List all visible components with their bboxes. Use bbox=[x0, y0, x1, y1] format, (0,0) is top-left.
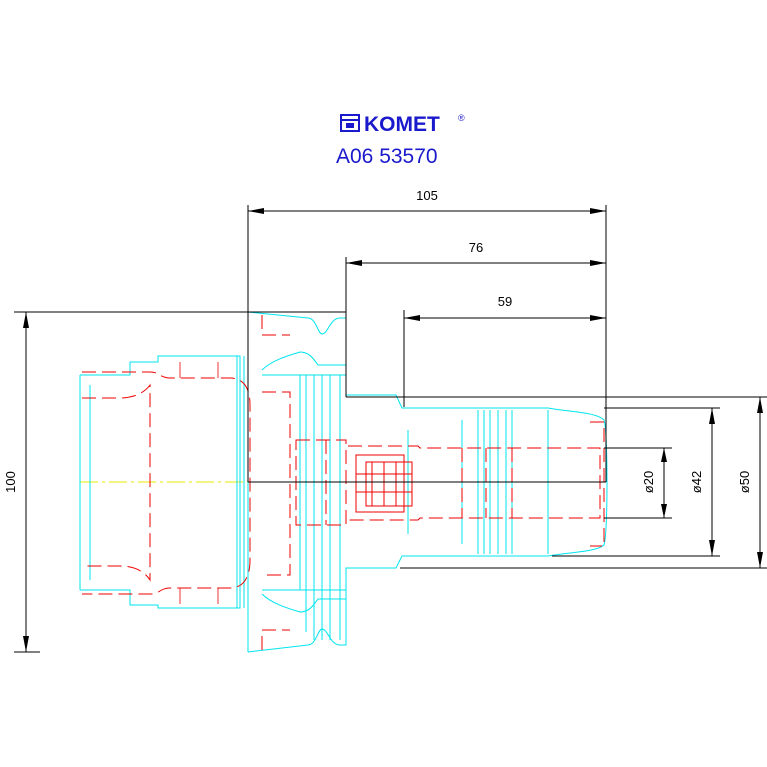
shank-outline bbox=[79, 312, 249, 652]
dim-100-label: 100 bbox=[3, 471, 18, 493]
komet-logo-icon bbox=[340, 114, 360, 132]
hidden-lines bbox=[82, 315, 605, 650]
dim-59-label: 59 bbox=[498, 294, 512, 309]
dimension-lines bbox=[14, 205, 767, 653]
registered-mark: ® bbox=[458, 113, 465, 123]
dim-76-label: 76 bbox=[469, 240, 483, 255]
dim-d20-label: ø20 bbox=[641, 471, 656, 493]
brand-name: KOMET bbox=[364, 113, 440, 136]
part-number: A06 53570 bbox=[336, 145, 438, 168]
dim-d50-label: ø50 bbox=[737, 471, 752, 493]
komet-logo: KOMET ® bbox=[340, 113, 465, 136]
dim-105-label: 105 bbox=[416, 188, 438, 203]
dim-d42-label: ø42 bbox=[689, 471, 704, 493]
